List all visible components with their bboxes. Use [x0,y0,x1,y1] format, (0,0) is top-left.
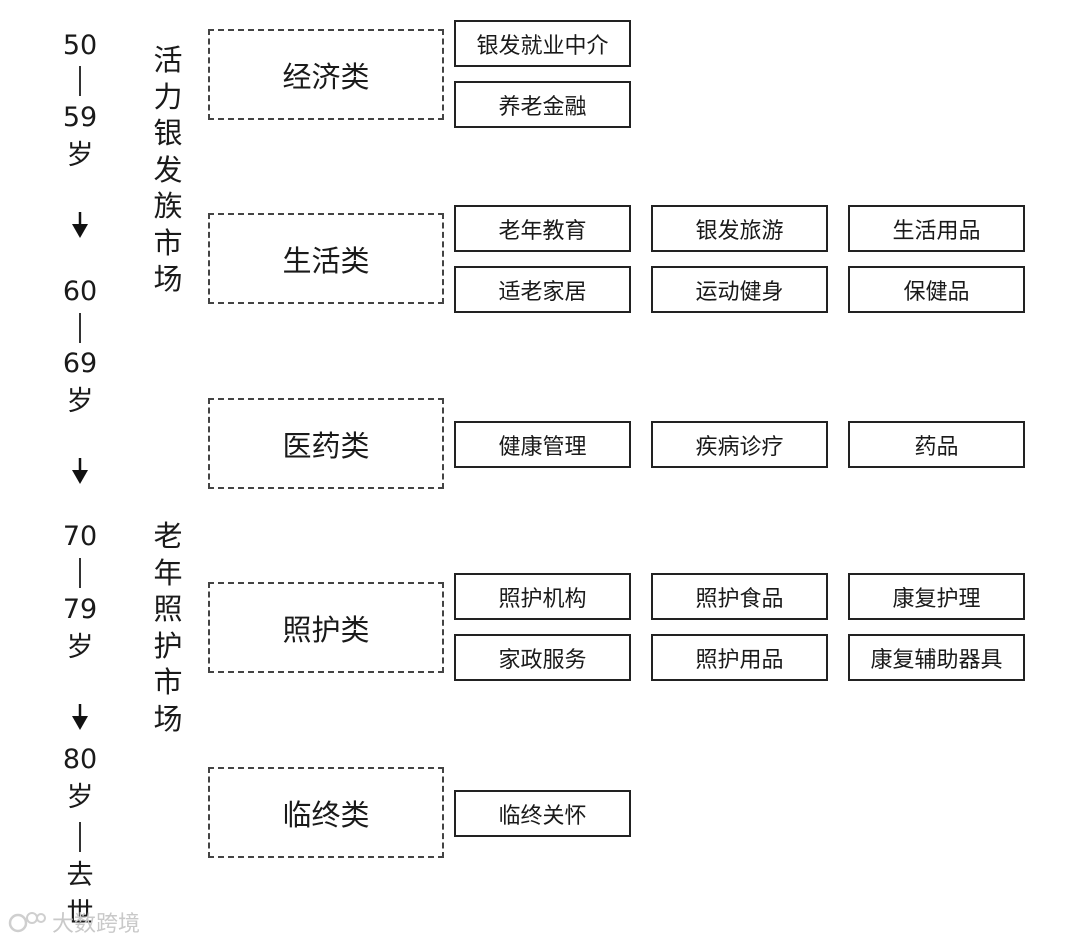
timeline-bar [79,66,81,96]
category-living: 生活类 [208,213,444,304]
timeline-bar [79,313,81,343]
watermark: 大数跨境 [8,906,140,938]
item-box: 养老金融 [454,81,631,128]
item-box: 康复护理 [848,573,1025,620]
item-box: 健康管理 [454,421,631,468]
age-unit: 岁 [66,140,94,171]
market-label-active: 活 力 银 发 族 市 场 [153,43,183,296]
age-unit: 岁 [66,632,94,663]
category-care: 照护类 [208,582,444,673]
category-economy: 经济类 [208,29,444,120]
market-label-care: 老 年 照 护 市 场 [153,519,183,736]
category-end-of-life: 临终类 [208,767,444,858]
category-medicine: 医药类 [208,398,444,489]
arrow-down-icon [72,458,88,484]
age-unit: 岁 [66,782,94,813]
item-box: 家政服务 [454,634,631,681]
timeline-bar [79,558,81,588]
item-box: 保健品 [848,266,1025,313]
age-unit: 岁 [66,386,94,417]
age-50: 50 [62,30,98,61]
watermark-logo-icon [8,912,46,933]
age-79: 79 [62,594,98,625]
item-box: 疾病诊疗 [651,421,828,468]
age-69: 69 [62,348,98,379]
item-box: 运动健身 [651,266,828,313]
timeline-bar [79,822,81,852]
watermark-text: 大数跨境 [52,912,141,937]
arrow-down-icon [72,704,88,730]
item-box: 临终关怀 [454,790,631,837]
age-qu: 去 [66,860,94,891]
item-box: 照护用品 [651,634,828,681]
item-box: 生活用品 [848,205,1025,252]
age-shi: 世 [66,898,94,929]
age-60: 60 [62,276,98,307]
age-59: 59 [62,102,98,133]
arrow-down-icon [72,212,88,238]
item-box: 银发就业中介 [454,20,631,67]
item-box: 老年教育 [454,205,631,252]
item-box: 照护机构 [454,573,631,620]
item-box: 照护食品 [651,573,828,620]
age-70: 70 [62,521,98,552]
item-box: 康复辅助器具 [848,634,1025,681]
age-80: 80 [62,744,98,775]
item-box: 适老家居 [454,266,631,313]
item-box: 药品 [848,421,1025,468]
item-box: 银发旅游 [651,205,828,252]
